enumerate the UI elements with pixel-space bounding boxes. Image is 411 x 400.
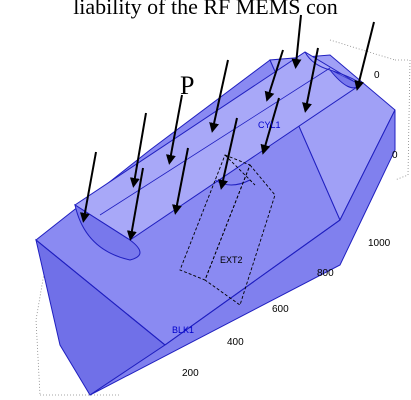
label-blk1: BLK1 bbox=[172, 325, 194, 335]
tick-top-0: 0 bbox=[374, 70, 380, 81]
force-arrows bbox=[79, 14, 375, 241]
tick-200: 200 bbox=[182, 368, 199, 379]
caption-text: liability of the RF MEMS con bbox=[73, 0, 338, 19]
label-ext2: EXT2 bbox=[220, 255, 243, 265]
tick-1000: 1000 bbox=[368, 238, 391, 249]
axis-frame bbox=[35, 39, 411, 396]
tick-600: 600 bbox=[272, 304, 289, 315]
tick-400: 400 bbox=[227, 337, 244, 348]
label-cyl1: CYL1 bbox=[258, 120, 281, 130]
tick-right-0: 0 bbox=[392, 150, 398, 161]
force-label-p: P bbox=[180, 71, 194, 100]
extrusion-ext2 bbox=[179, 154, 276, 306]
tick-800: 800 bbox=[317, 268, 334, 279]
